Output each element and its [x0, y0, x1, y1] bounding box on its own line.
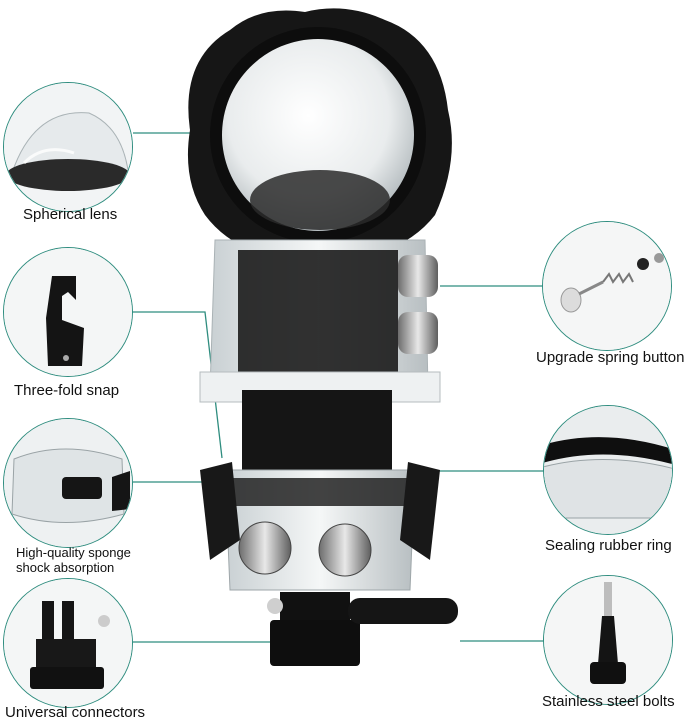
label-universal-connectors: Universal connectors	[5, 704, 146, 721]
feature-circle-spherical-lens	[3, 82, 133, 212]
snap-buckle-icon	[4, 248, 132, 376]
label-sponge-line1: High-quality sponge	[16, 545, 131, 560]
feature-circle-three-fold-snap	[3, 247, 133, 377]
feature-circle-rubber-ring	[543, 405, 673, 535]
label-spring-button: Upgrade spring button	[536, 349, 685, 366]
label-steel-bolts: Stainless steel bolts	[542, 693, 675, 710]
label-three-fold-snap: Three-fold snap	[14, 382, 120, 399]
feature-circle-universal-connectors	[3, 578, 133, 708]
mount-connector-icon	[4, 579, 132, 707]
label-rubber-ring: Sealing rubber ring	[545, 537, 672, 554]
waterproof-housing-image	[187, 8, 458, 666]
feature-circle-spring-button	[542, 221, 672, 351]
label-spherical-lens: Spherical lens	[23, 206, 118, 223]
feature-circle-sponge	[3, 418, 133, 548]
rubber-ring-icon	[544, 406, 672, 534]
dome-lens-icon	[4, 83, 132, 211]
spring-button-icon	[543, 222, 671, 350]
line-three-fold-snap	[120, 311, 223, 459]
label-sponge-line2: shock absorption	[16, 560, 115, 575]
feature-circle-steel-bolts	[543, 575, 673, 705]
label-sponge: High-quality sponge shock absorption	[16, 545, 131, 575]
sponge-pad-icon	[4, 419, 132, 547]
bolt-screw-icon	[544, 576, 672, 704]
